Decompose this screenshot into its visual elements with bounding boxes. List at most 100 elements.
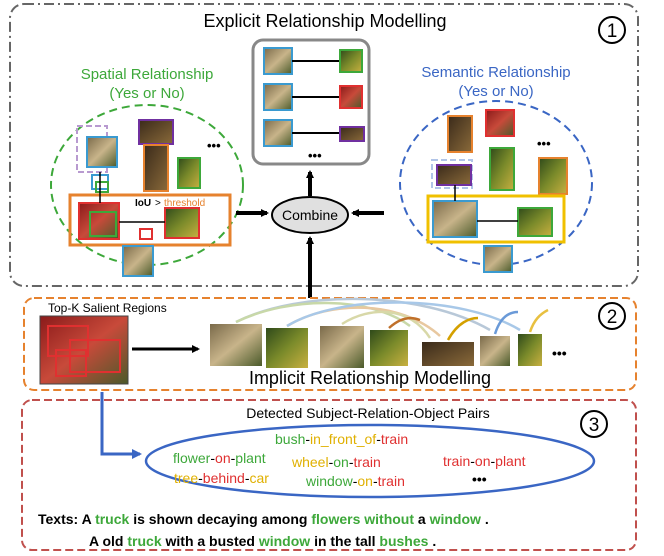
spatial-img-3 [143, 144, 169, 192]
pair-5-object: car [250, 470, 270, 486]
pairs-title: Detected Subject-Relation-Object Pairs [246, 405, 490, 421]
semantic-img-1 [447, 115, 473, 153]
pair-3-relation: on [333, 454, 349, 470]
pair-3: wheel-on-train [291, 454, 381, 470]
semantic-img-5 [538, 157, 568, 195]
center-more: ••• [308, 148, 322, 163]
iou-threshold: threshold [164, 198, 205, 209]
spatial-img-2 [138, 119, 174, 145]
iou-label: IoU [135, 198, 151, 209]
pair-4-relation: on [475, 453, 491, 469]
region-1 [210, 324, 262, 366]
relation-arc-4 [286, 301, 521, 332]
spatial-img-plant [164, 207, 200, 239]
t2-w5: bushes [379, 533, 428, 549]
region-2 [266, 328, 308, 368]
source-region-3 [55, 349, 87, 377]
t1-w4: without [363, 511, 414, 527]
center-pair-1-b [339, 49, 363, 73]
topk-label: Top-K Salient Regions [48, 301, 167, 315]
pairs-ellipse [144, 423, 596, 499]
caption-line-1: Texts: A truck is shown decaying among f… [38, 511, 489, 527]
pair-2-object: plant [235, 450, 265, 466]
center-pair-1-a [263, 47, 293, 75]
pair-3-object: train [354, 454, 381, 470]
pair-2-subject: flower [173, 450, 211, 466]
spatial-img-red [78, 202, 120, 240]
semantic-sub: (Yes or No) [458, 83, 533, 100]
semantic-img-2 [485, 109, 515, 137]
spatial-img-bottom [122, 245, 154, 277]
arrow-to-pairs [100, 392, 142, 459]
pairs-more: ••• [472, 471, 487, 487]
region-6 [480, 336, 510, 366]
section3-frame [21, 399, 637, 551]
semantic-more: ••• [537, 136, 551, 151]
spatial-small-box-green [95, 181, 109, 193]
combine-node [271, 196, 349, 234]
pair-6-object: train [378, 473, 405, 489]
pair-2: flower-on-plant [173, 450, 266, 466]
spatial-img-4 [177, 157, 201, 189]
section2-frame [23, 297, 637, 391]
pair-4-subject: train [443, 453, 470, 469]
spatial-more: ••• [207, 138, 221, 153]
badge-1 [598, 16, 626, 44]
t2-w6: . [432, 533, 436, 549]
pair-2-relation: on [215, 450, 231, 466]
center-pair-2-b [339, 85, 363, 109]
semantic-yellow-box [426, 194, 566, 244]
spatial-dashed-box [76, 125, 108, 173]
caption-line-2: A old truck with a busted window in the … [89, 533, 436, 549]
badge-2 [598, 302, 626, 330]
center-pair-3-a [263, 119, 293, 147]
t2-w2: with a busted [165, 533, 255, 549]
pair-6: window-on-train [305, 473, 405, 489]
t1-w6: window [429, 511, 481, 527]
pair-6-subject: window [305, 473, 354, 489]
iou-op: > [155, 198, 161, 209]
pair-4: train-on-plant [443, 453, 526, 469]
semantic-ellipse [399, 100, 593, 266]
t1-w1: truck [95, 511, 129, 527]
semantic-img-bush [517, 207, 553, 237]
relation-arc-2 [235, 301, 411, 328]
combine-label: Combine [282, 207, 338, 223]
relation-arc-7 [446, 316, 479, 341]
t1-w0: A [82, 511, 92, 527]
section1-title: Explicit Relationship Modelling [203, 11, 446, 31]
spatial-ellipse [50, 104, 244, 266]
badge-1-text: 1 [607, 21, 618, 42]
t1-w2: is shown decaying among [133, 511, 307, 527]
pair-4-object: plant [495, 453, 525, 469]
spatial-label: Spatial Relationship [81, 66, 214, 83]
t1-w3: flowers [311, 511, 360, 527]
section1-frame [9, 3, 639, 287]
t2-w0: A old [89, 533, 123, 549]
region-4 [370, 330, 408, 366]
badge-3 [580, 410, 608, 438]
texts-prefix: Texts: [38, 511, 78, 527]
semantic-img-4 [489, 147, 515, 191]
t1-w7: . [485, 511, 489, 527]
region-7 [518, 334, 542, 366]
pair-1-subject: bush [275, 431, 305, 447]
source-region-2 [69, 339, 121, 373]
center-pair-3-b [339, 126, 365, 142]
center-pair-2-a [263, 83, 293, 111]
semantic-label: Semantic Relationship [421, 64, 570, 81]
pair-6-relation: on [357, 473, 373, 489]
semantic-img-truck [432, 200, 478, 238]
pair-5: tree-behind-car [174, 470, 269, 486]
t1-w5: a [418, 511, 426, 527]
t2-w3: window [258, 533, 310, 549]
pair-1-relation: in_front_of [310, 431, 376, 447]
pair-5-relation: behind [203, 470, 245, 486]
pair-1: bush-in_front_of-train [275, 431, 408, 447]
spatial-img-red-inner [89, 211, 117, 237]
pair-5-subject: tree [174, 470, 198, 486]
badge-2-text: 2 [607, 307, 618, 328]
t2-w4: in the tall [314, 533, 375, 549]
